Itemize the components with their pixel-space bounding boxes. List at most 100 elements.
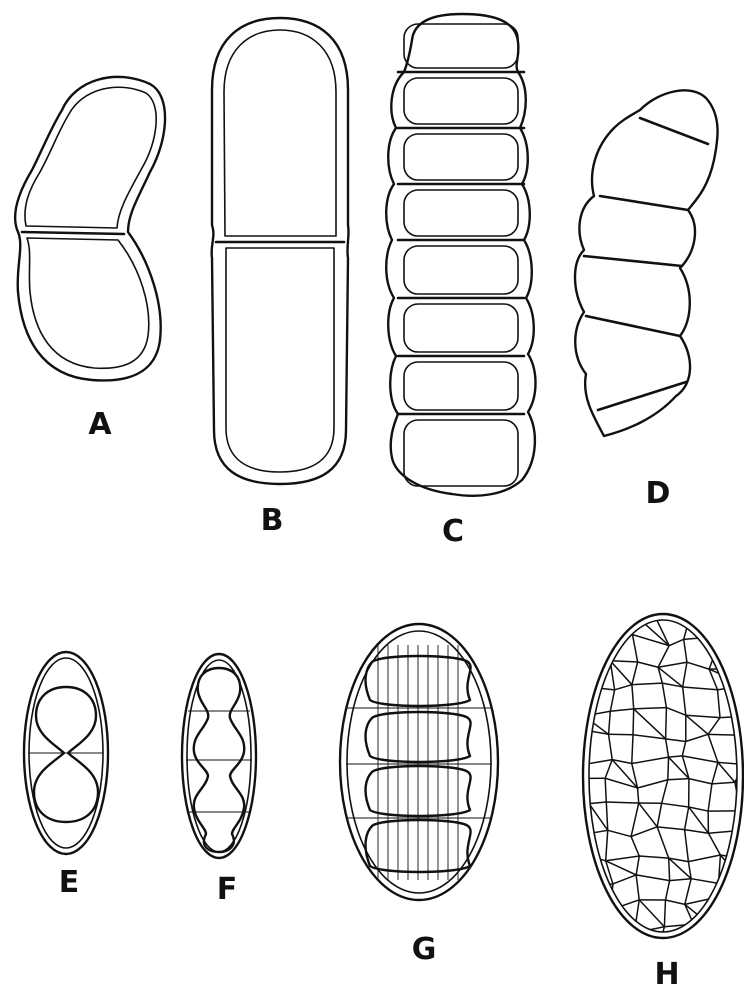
spore-c — [386, 14, 535, 496]
spore-c-cell-3 — [404, 134, 518, 180]
spore-h-cell-wall-14 — [740, 637, 744, 640]
spore-h-cell-wall-75 — [688, 855, 720, 862]
spore-h-cell-wall-203 — [607, 910, 610, 931]
spore-h-cell-wall-73 — [639, 856, 668, 858]
spore-h-cell-wall-218 — [585, 617, 612, 640]
spore-h-cell-wall-64 — [588, 830, 608, 833]
spore-h-cell-wall-147 — [609, 734, 613, 759]
spore-h-cell-wall-5 — [690, 615, 712, 619]
spore-h-cell-wall-118 — [684, 639, 687, 662]
spore-h-cell-wall-32 — [666, 708, 685, 716]
label-h: H — [654, 957, 679, 992]
spore-h-cell-wall-141 — [666, 708, 667, 739]
spore-h-cell-wall-128 — [737, 669, 744, 686]
spore-h-cell-wall-151 — [708, 734, 718, 762]
spore-h-cell-wall-114 — [580, 636, 587, 670]
spore-h-cell-wall-6 — [712, 611, 743, 619]
spore-g — [340, 624, 498, 900]
spore-h-cell-wall-46 — [669, 756, 683, 757]
spore-h-cell-wall-102 — [657, 953, 689, 955]
spore-h-cell-wall-67 — [657, 827, 684, 830]
spore-h-cell-wall-105 — [740, 946, 744, 948]
spore-h-cell-wall-41 — [708, 734, 742, 735]
spore-h-cell-wall-135 — [718, 690, 720, 718]
spore-h-cell-wall-82 — [691, 879, 718, 884]
spore-h-cell-wall-131 — [610, 690, 614, 711]
label-g: G — [412, 932, 437, 967]
spore-b — [212, 18, 349, 484]
spore-h-outer-wall — [583, 614, 743, 938]
spore-h-cell-wall-117 — [658, 646, 669, 668]
spore-h-cell-wall-31 — [634, 708, 667, 709]
spore-h-cell-wall-122 — [580, 670, 586, 687]
spore-h-cell-wall-184 — [740, 831, 741, 859]
spore-h-cell-wall-210 — [581, 930, 585, 949]
spore-h-cell-wall-202 — [579, 902, 581, 929]
spore-d-septum-2 — [600, 196, 688, 210]
spore-h-cell-wall-2 — [606, 613, 637, 616]
spore-h-cell-wall-164 — [638, 788, 639, 803]
spore-f-outer-wall — [182, 654, 256, 858]
spore-h-cell-wall-26 — [683, 687, 718, 690]
spore-h-cell-wall-1 — [585, 613, 606, 617]
spore-h-cell-wall-216 — [740, 929, 744, 949]
spore-h-cell-wall-99 — [585, 949, 610, 952]
spore-h-cell-wall-104 — [721, 947, 740, 948]
spore-b-outer-wall — [212, 18, 349, 484]
spore-h-cell-wall-159 — [712, 762, 718, 783]
spore-h-cell-wall-24 — [632, 683, 662, 685]
spore-h-cell-wall-22 — [586, 687, 614, 690]
spore-a — [15, 77, 165, 381]
label-a: A — [88, 407, 112, 442]
spore-d-septum-3 — [584, 256, 682, 266]
spore-h-cell-wall-173 — [657, 803, 661, 827]
spore-h-cell-wall-211 — [607, 931, 609, 952]
spore-c-cell-6 — [404, 304, 518, 352]
spore-b-inner-wall-lower — [226, 248, 334, 472]
spore-h-cell-wall-174 — [685, 807, 689, 830]
spore-e-lumen — [34, 687, 98, 822]
spore-h-cell-wall-79 — [613, 875, 636, 884]
spore-d-septum-1 — [640, 118, 708, 144]
spore-h-cell-wall-89 — [685, 898, 713, 904]
spore-b-inner-wall-upper — [224, 30, 336, 236]
spore-h-cell-wall-233 — [639, 803, 657, 827]
spore-f — [182, 654, 256, 858]
spore-h-cell-wall-240 — [639, 900, 664, 927]
spore-h-cell-wall-100 — [610, 946, 635, 952]
spore-h-cell-wall-54 — [689, 779, 712, 784]
spore-h-cell-wall-165 — [662, 780, 668, 804]
spore-h-cell-wall-183 — [708, 833, 720, 855]
spore-h-cell-wall-33 — [686, 715, 720, 717]
spore-h-cell-wall-167 — [708, 784, 712, 811]
spore-h — [579, 611, 744, 955]
spore-c-cell-7 — [404, 362, 518, 410]
spore-h-cell-wall-16 — [610, 661, 637, 662]
spore-c-cell-8 — [404, 420, 518, 486]
spore-h-cell-wall-134 — [683, 687, 686, 715]
spore-h-cell-wall-106 — [585, 617, 588, 636]
spore-h-cell-wall-107 — [606, 613, 612, 640]
spore-h-cell-wall-52 — [638, 780, 668, 788]
spore-a-septum — [22, 232, 124, 234]
spore-h-cell-wall-126 — [683, 662, 687, 687]
spore-c-cell-5 — [404, 246, 518, 294]
spore-h-cell-wall-148 — [632, 735, 633, 764]
spore-h-cell-wall-179 — [606, 830, 608, 860]
spore-h-cell-wall-23 — [615, 685, 632, 690]
spore-h-cell-wall-220 — [690, 615, 721, 636]
spore-h-cell-wall-88 — [665, 900, 684, 904]
spore-h-cell-wall-38 — [633, 735, 666, 739]
spore-h-cell-wall-40 — [686, 734, 708, 741]
spore-h-cell-wall-85 — [579, 902, 611, 909]
spore-h-cell-wall-188 — [636, 856, 639, 875]
spore-h-cell-wall-90 — [712, 898, 744, 904]
spore-h-cell-wall-66 — [631, 827, 657, 837]
label-d: D — [646, 476, 671, 511]
spore-d — [575, 90, 718, 436]
spore-h-cell-wall-70 — [740, 831, 744, 837]
spore-a-inner-wall-lower — [27, 238, 149, 368]
spore-d-septum-4 — [586, 316, 680, 336]
spore-h-cell-wall-48 — [718, 762, 743, 764]
spore-c-cell-4 — [404, 190, 518, 236]
